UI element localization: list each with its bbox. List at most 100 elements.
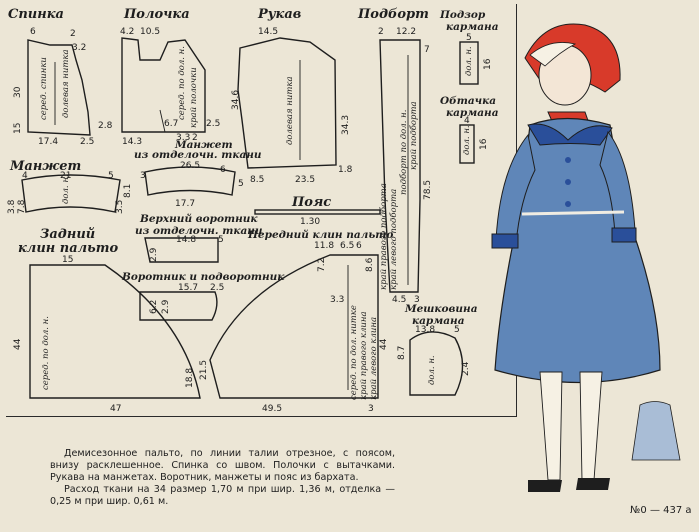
meshkovina-n24: 2.4 [461,361,471,376]
polochka-piece [121,37,206,133]
thumbnail-figure [631,401,681,461]
verkh-vorotnik-n148: 14.8 [176,235,197,245]
verkh-vorotnik-subtitle: из отделочн. ткани [135,225,263,237]
manzhet-n35: 3.5 [115,199,125,214]
zadniy-n47: 47 [110,404,122,414]
spinka-n32: 3.2 [72,43,87,53]
spinka-n28: 2.8 [98,121,113,131]
podbort-inner3: край левого подборта [389,188,399,290]
rukav-n85: 8.5 [250,175,265,185]
obtachka-subtitle: кармана [446,107,499,119]
peredniy-n44: 44 [379,338,389,350]
obtachka-n4: 4 [464,116,470,126]
podbort-n45: 4.5 [392,295,407,305]
polochka-n2: 2 [192,133,198,143]
rukav-n343: 34.3 [341,114,351,135]
poyas-n130: 1.30 [300,217,321,227]
podbort-inner4: край правого подборта [379,183,389,290]
meshkovina-n138: 13.8 [415,325,436,335]
peredniy-n495: 49.5 [262,404,283,414]
manzhet-top-title: Манжет [175,139,233,151]
manzhet-n78: 7.8 [17,199,27,214]
manzhet-top-n6: 6 [220,165,226,175]
vorotnik-title: Воротник и подворотник [122,271,285,283]
manzhet-n5: 5 [108,171,114,181]
meshkovina-n87: 8.7 [397,345,407,360]
poyas-title: Пояс [292,195,332,210]
poyas-piece [254,209,381,215]
peredniy-n215: 21.5 [199,359,209,380]
spinka-title: Спинка [8,7,64,22]
meshkovina-piece [409,331,464,396]
model-description: Демисезонное пальто, по линии талии отре… [50,448,395,508]
manzhet-n81: 8.1 [123,183,133,198]
polochka-n42: 4.2 [120,27,135,37]
manzhet-n4: 4 [22,171,28,181]
collar-shape [527,123,613,146]
obtachka-piece [459,124,475,164]
manzhet-n21: 21 [60,171,72,181]
podzor-inner: дол. н. [464,46,474,76]
zadniy-title: Задний [40,227,96,242]
manzhet-piece [21,174,121,213]
peredniy-piece [209,254,379,399]
zadniy-title2: клин пальто [18,241,119,256]
rukav-n145: 14.5 [258,27,279,37]
zadniy-n188: 18.8 [185,367,195,388]
peredniy-n33: 3.3 [330,295,345,305]
peredniy-inner2: край правого клина [359,311,369,400]
rukav-title: Рукав [258,7,302,22]
right-cuff [611,227,637,243]
manzhet-top-n265: 26.5 [180,161,201,171]
polochka-n67: 6.7 [164,119,179,129]
podbort-piece [379,39,421,293]
manzhet-n38: 3.8 [7,199,17,214]
hair-shape [529,42,577,67]
podbort-n3: 3 [414,295,420,305]
spinka-n15: 15 [13,122,23,134]
podzor-subtitle: кармана [446,21,499,33]
podzor-n5: 5 [466,33,472,43]
left-cuff [491,233,519,249]
zadniy-inner: серед. по дол. н. [41,316,51,390]
meshkovina-inner: дол. н. [427,355,437,385]
model-illustration [491,23,681,492]
peredniy-n6: 6 [356,241,362,251]
obtachka-title: Обтачка [440,95,497,107]
polochka-title: Полочка [124,7,190,22]
vorotnik-n62: 6.2 [149,299,159,314]
vorotnik-piece [139,291,218,321]
peredniy-n118: 11.8 [314,241,335,251]
spinka-n2: 2 [70,29,76,39]
rukav-inner: долевая нитка [285,76,295,145]
vorotnik-n157: 15.7 [178,283,199,293]
spinka-n6: 6 [30,27,36,37]
podbort-n785: 78.5 [423,179,433,200]
manzhet-top-subtitle: из отделочн. ткани [134,149,262,161]
zadniy-n44: 44 [13,338,23,350]
rukav-n18: 1.8 [338,165,353,175]
model-code: №0 — 437 а [630,505,692,516]
spinka-piece [27,39,91,136]
meshkovina-title: Мешковина [405,303,478,315]
podbort-inner1: подборт по дол. н. [399,109,409,195]
meshkovina-subtitle: кармана [412,315,465,327]
meshkovina-n5: 5 [454,325,460,335]
peredniy-n86: 8.6 [365,257,375,272]
shoe-right [576,478,610,490]
legs-shape [539,371,603,481]
zadniy-piece [29,264,201,399]
podzor-piece [459,41,479,85]
vorotnik-n25: 2.5 [210,283,225,293]
peredniy-inner1: серед. по дол. нитке [349,305,359,400]
polochka-inner2: край полочки [189,67,199,128]
spinka-n174: 17.4 [38,137,59,147]
zadniy-n15: 15 [62,255,74,265]
podbort-n2: 2 [378,27,384,37]
manzhet-top-n3: 3 [140,171,146,181]
rukav-piece [237,37,337,169]
polochka-n25: 2.5 [206,119,221,129]
podbort-n122: 12.2 [396,27,417,37]
